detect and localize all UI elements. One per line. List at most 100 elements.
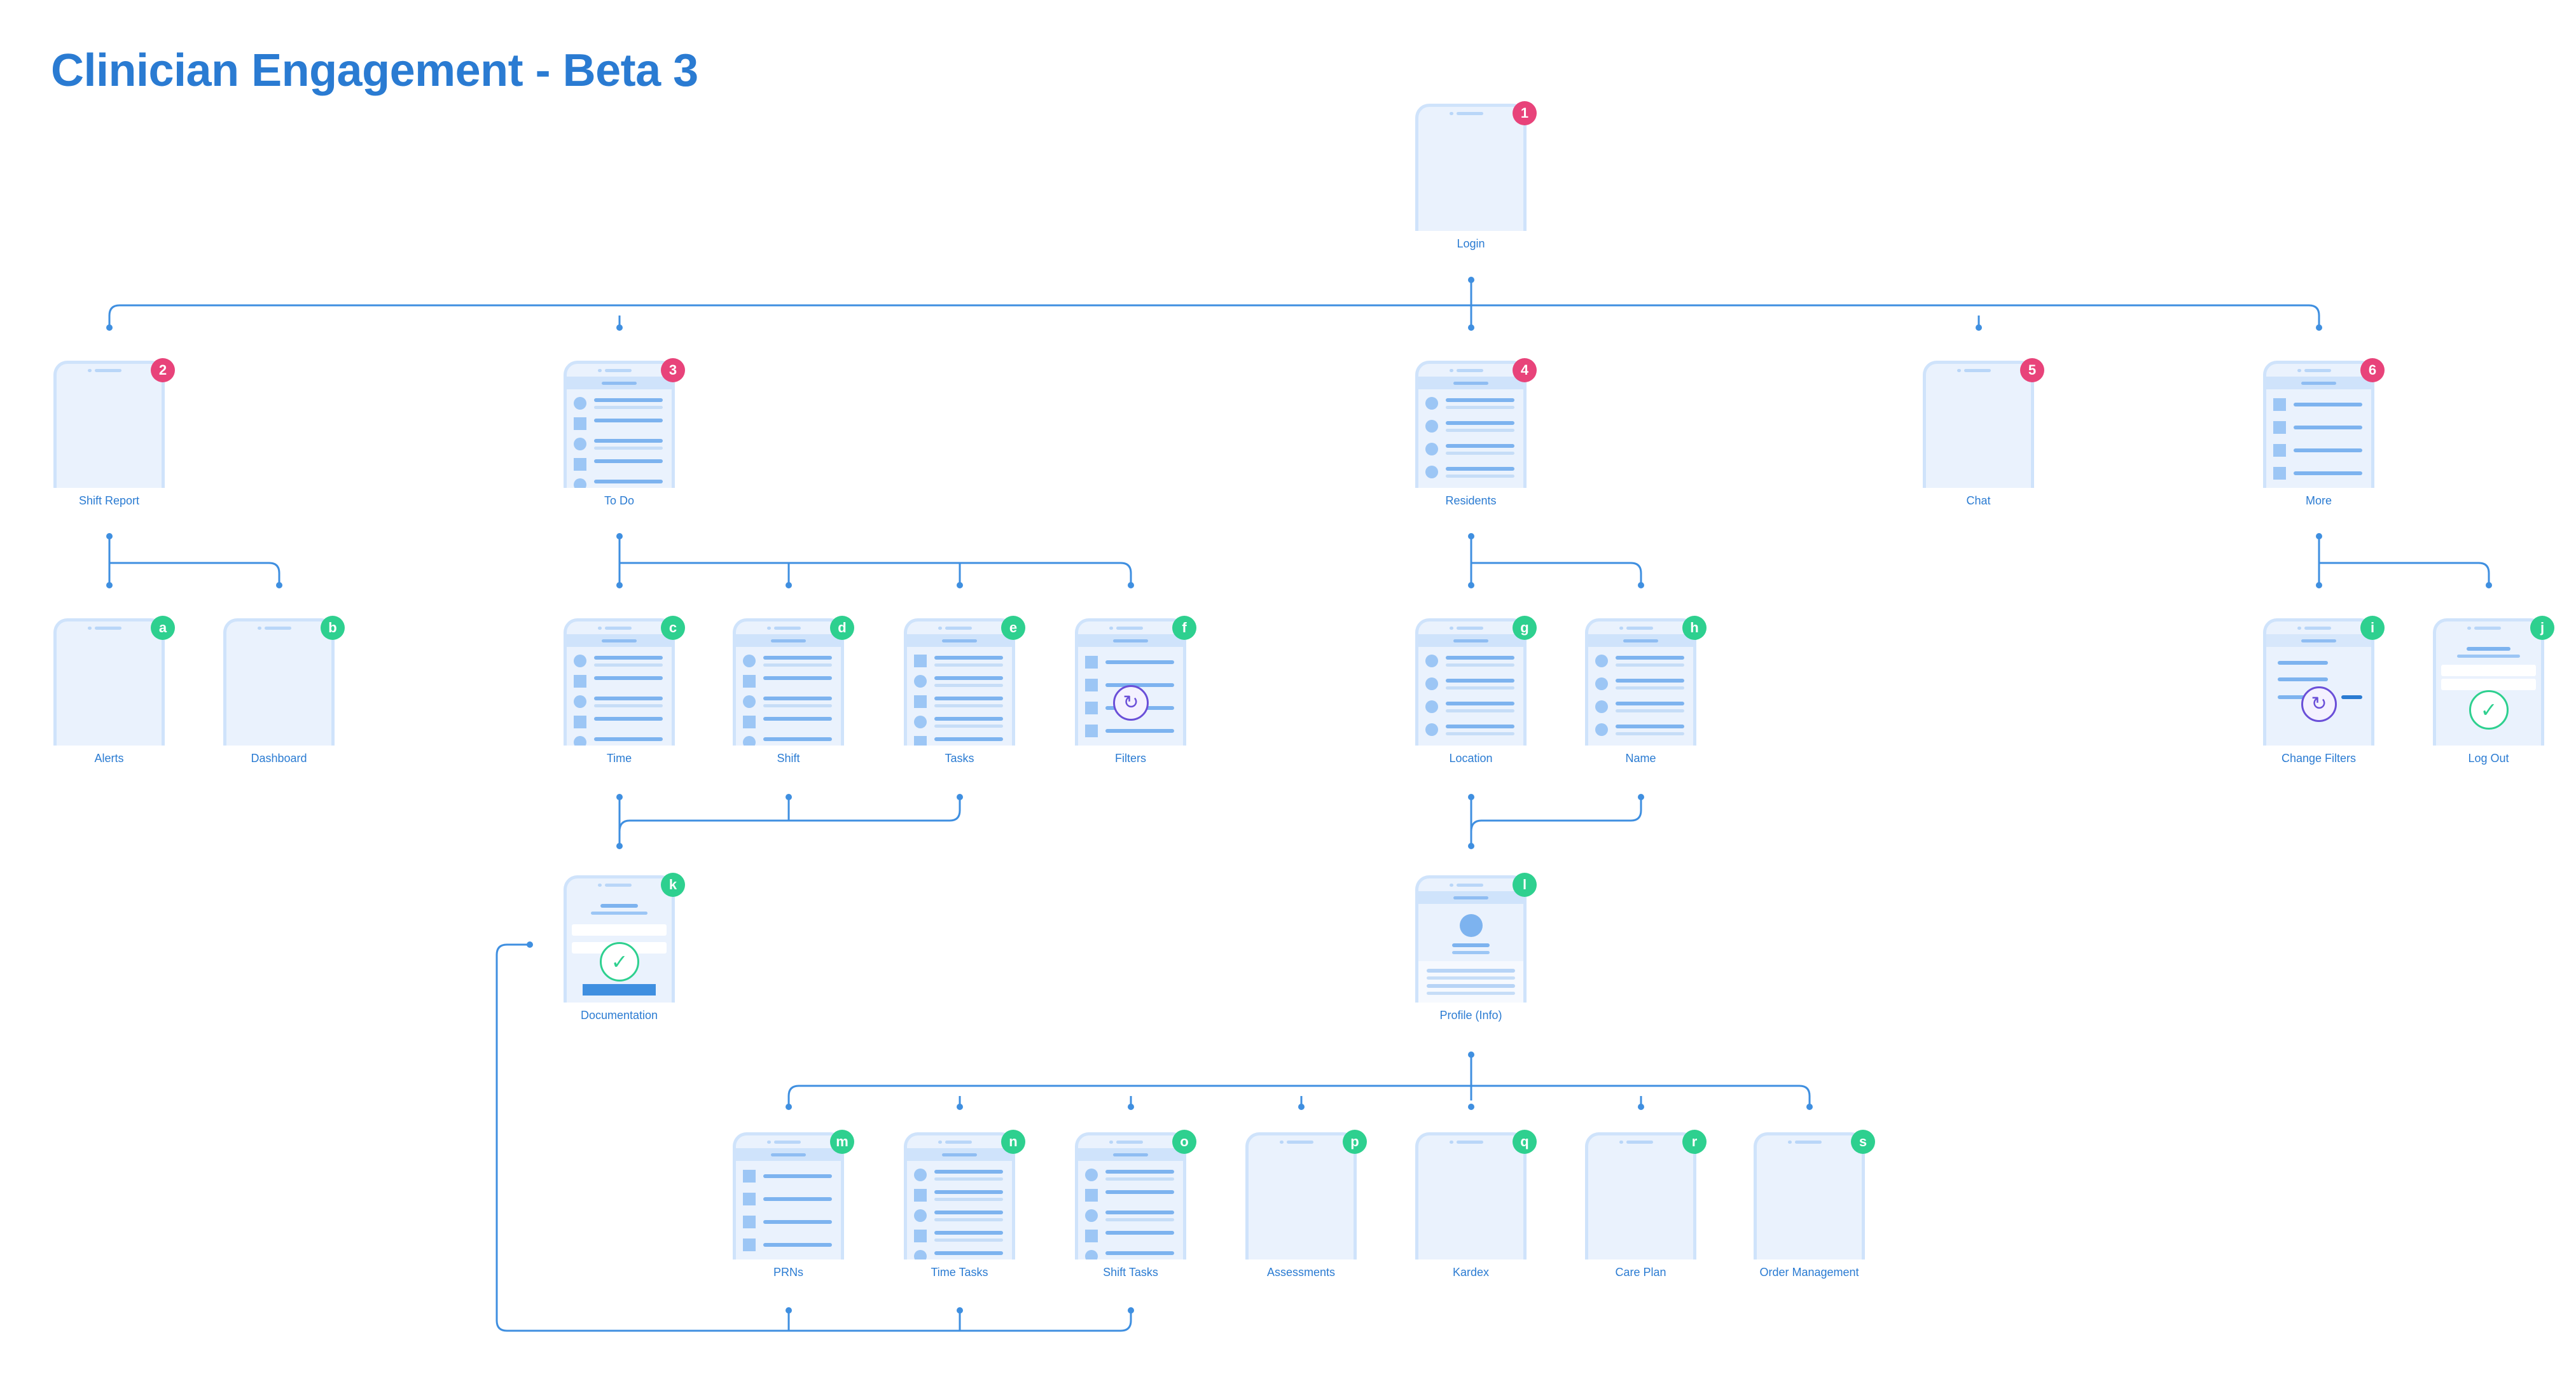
phone-frame	[53, 361, 165, 488]
screen-chat[interactable]: 5 Chat	[1923, 358, 2044, 510]
screen-label: Login	[1457, 237, 1485, 250]
screen-shift-tasks[interactable]: o Shift Tasks	[1075, 1130, 1196, 1282]
phone-frame	[223, 618, 335, 746]
phone-frame	[53, 618, 165, 746]
step-badge: h	[1682, 616, 1707, 640]
phone-frame	[1415, 618, 1527, 746]
step-badge: 2	[151, 358, 175, 382]
screen-time[interactable]: c Time	[564, 616, 685, 768]
phone-frame	[904, 618, 1015, 746]
screen-label: Log Out	[2468, 752, 2509, 765]
step-badge: 6	[2360, 358, 2385, 382]
screen-label: Shift	[777, 752, 800, 765]
phone-frame	[1585, 618, 1696, 746]
screen-care-plan[interactable]: r Care Plan	[1585, 1130, 1707, 1282]
step-badge: g	[1513, 616, 1537, 640]
refresh-icon: ↻	[2301, 686, 2337, 722]
step-badge: s	[1851, 1130, 1875, 1154]
screen-prns[interactable]: m PRNs	[733, 1130, 854, 1282]
phone-frame: ↻	[2263, 618, 2374, 746]
step-badge: n	[1001, 1130, 1025, 1154]
screen-residents[interactable]: 4 Residents	[1415, 358, 1537, 510]
step-badge: p	[1343, 1130, 1367, 1154]
screen-label: Kardex	[1452, 1266, 1490, 1279]
screen-label: Documentation	[580, 1009, 658, 1022]
step-badge: a	[151, 616, 175, 640]
step-badge: m	[830, 1130, 854, 1154]
phone-frame	[1415, 104, 1527, 231]
step-badge: 1	[1513, 101, 1537, 125]
screen-tasks[interactable]: e Tasks	[904, 616, 1025, 768]
phone-frame	[904, 1132, 1015, 1260]
step-badge: j	[2530, 616, 2554, 640]
phone-frame	[1415, 875, 1527, 1003]
screen-time-tasks[interactable]: n Time Tasks	[904, 1130, 1025, 1282]
step-badge: r	[1682, 1130, 1707, 1154]
screen-login[interactable]: 1 Login	[1415, 101, 1537, 253]
screen-label: Care Plan	[1615, 1266, 1666, 1279]
screen-label: Time	[606, 752, 632, 765]
step-badge: o	[1172, 1130, 1196, 1154]
step-badge: i	[2360, 616, 2385, 640]
screen-shift[interactable]: d Shift	[733, 616, 854, 768]
screen-label: Shift Report	[78, 494, 140, 507]
screen-log-out[interactable]: ✓ j Log Out	[2433, 616, 2554, 768]
screen-label: More	[2305, 494, 2332, 507]
screen-filters[interactable]: ↻ f Filters	[1075, 616, 1196, 768]
step-badge: e	[1001, 616, 1025, 640]
phone-frame	[733, 618, 844, 746]
phone-frame	[1754, 1132, 1865, 1260]
phone-frame	[564, 618, 675, 746]
step-badge: c	[661, 616, 685, 640]
refresh-icon: ↻	[1113, 685, 1149, 721]
phone-frame	[1075, 1132, 1186, 1260]
screen-label: Shift Tasks	[1103, 1266, 1158, 1279]
phone-frame	[1415, 361, 1527, 488]
screen-kardex[interactable]: q Kardex	[1415, 1130, 1537, 1282]
phone-frame	[2263, 361, 2374, 488]
screen-label: Profile (Info)	[1439, 1009, 1502, 1022]
screen-documentation[interactable]: ✓ k Documentation	[564, 873, 685, 1025]
screen-label: PRNs	[773, 1266, 803, 1279]
screen-label: Time Tasks	[931, 1266, 988, 1279]
step-badge: b	[321, 616, 345, 640]
screen-order-management[interactable]: s Order Management	[1754, 1130, 1875, 1282]
screen-label: Change Filters	[2281, 752, 2357, 765]
screen-location[interactable]: g Location	[1415, 616, 1537, 768]
step-badge: l	[1513, 873, 1537, 897]
screen-name[interactable]: h Name	[1585, 616, 1707, 768]
screen-label: Order Management	[1759, 1266, 1859, 1279]
screen-change-filters[interactable]: ↻ i Change Filters	[2263, 616, 2385, 768]
screen-dashboard[interactable]: b Dashboard	[223, 616, 345, 768]
phone-frame	[1923, 361, 2034, 488]
step-badge: 3	[661, 358, 685, 382]
phone-frame: ✓	[2433, 618, 2544, 746]
phone-frame	[1245, 1132, 1357, 1260]
screen-label: Alerts	[94, 752, 124, 765]
phone-frame: ✓	[564, 875, 675, 1003]
page-title: Clinician Engagement - Beta 3	[51, 45, 698, 96]
screen-label: Tasks	[945, 752, 974, 765]
screen-label: Filters	[1115, 752, 1146, 765]
phone-frame	[1585, 1132, 1696, 1260]
screen-alerts[interactable]: a Alerts	[53, 616, 175, 768]
screen-to-do[interactable]: 3 To Do	[564, 358, 685, 510]
step-badge: 5	[2020, 358, 2044, 382]
screen-label: Name	[1625, 752, 1656, 765]
step-badge: d	[830, 616, 854, 640]
check-circle-icon: ✓	[600, 942, 639, 982]
step-badge: k	[661, 873, 685, 897]
screen-shift-report[interactable]: 2 Shift Report	[53, 358, 175, 510]
screen-label: To Do	[604, 494, 635, 507]
screen-label: Dashboard	[251, 752, 307, 765]
phone-frame	[733, 1132, 844, 1260]
avatar	[1460, 914, 1483, 937]
screen-more[interactable]: 6 More	[2263, 358, 2385, 510]
screen-profile-info[interactable]: l Profile (Info)	[1415, 873, 1537, 1025]
phone-frame: ↻	[1075, 618, 1186, 746]
screen-label: Residents	[1445, 494, 1497, 507]
screen-label: Assessments	[1266, 1266, 1336, 1279]
check-circle-icon: ✓	[2469, 690, 2509, 730]
screen-assessments[interactable]: p Assessments	[1245, 1130, 1367, 1282]
